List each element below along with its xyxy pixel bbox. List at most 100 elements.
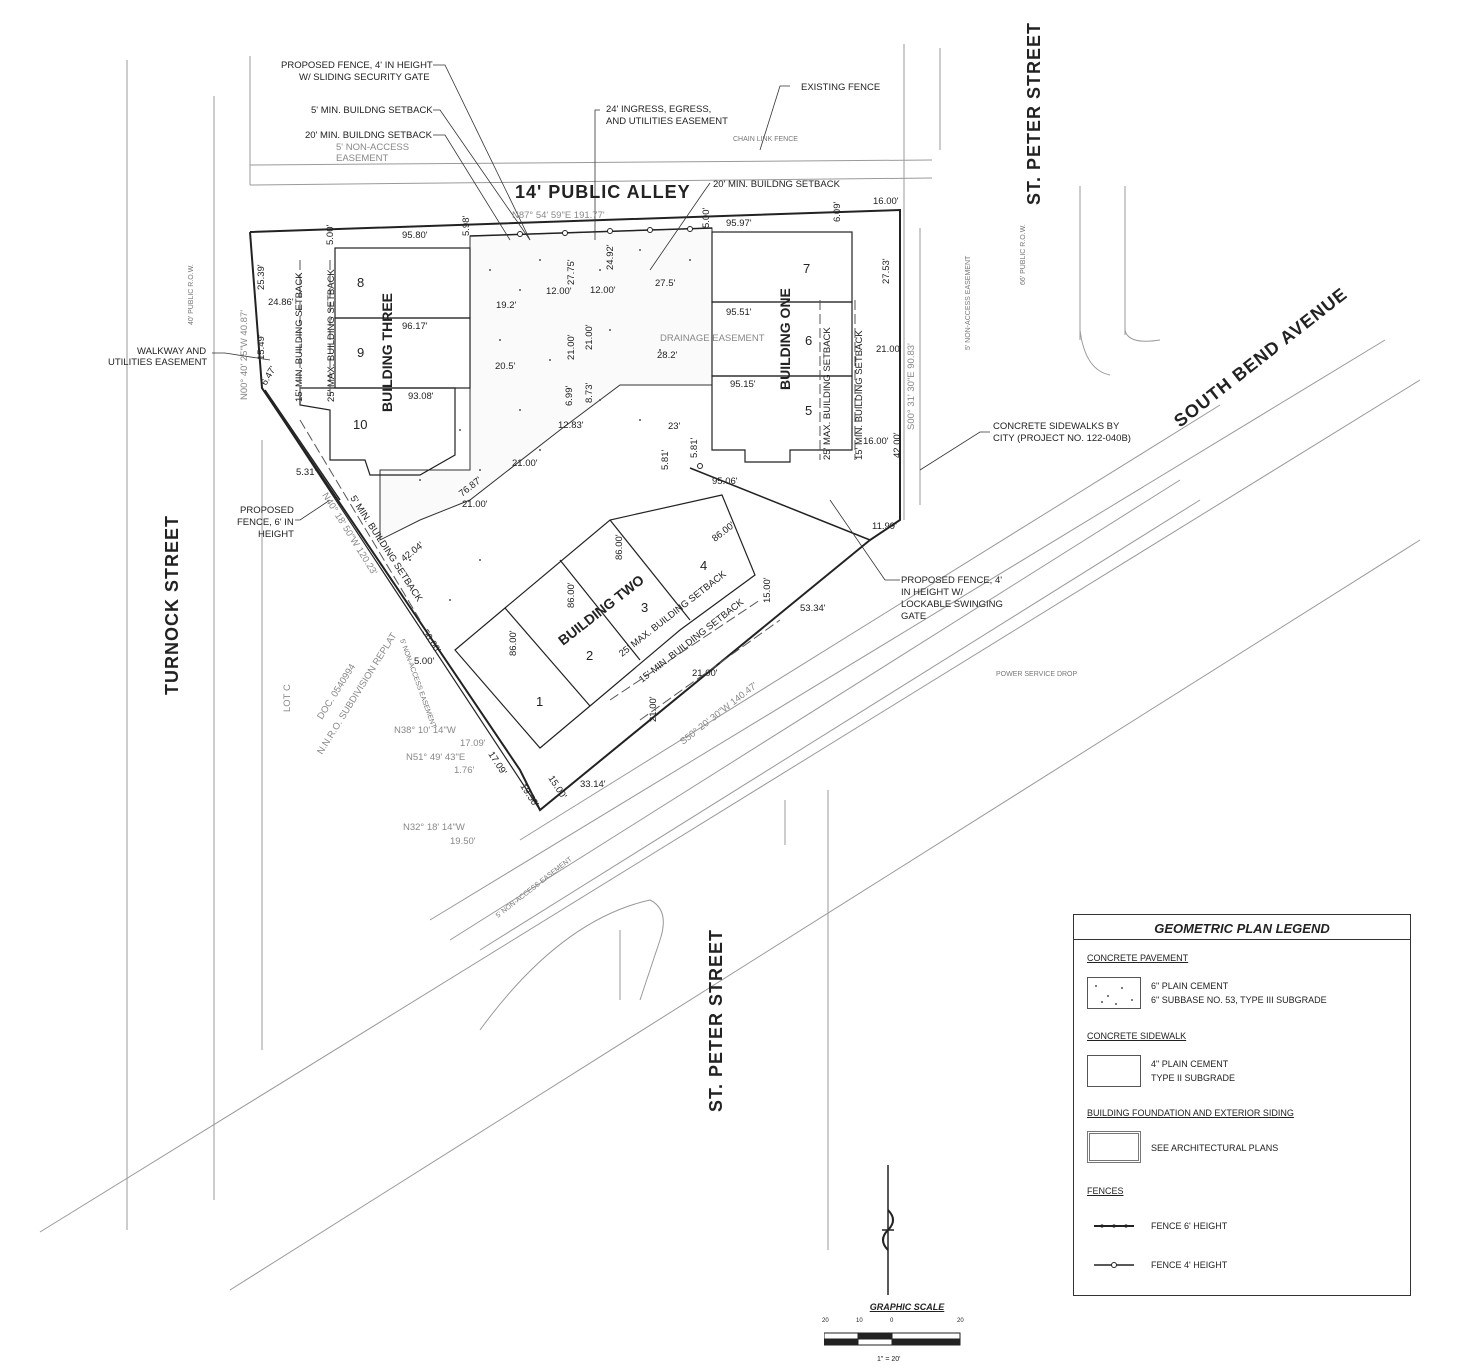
dimension: 8.73' — [584, 383, 595, 403]
alley-label: 14' PUBLIC ALLEY — [515, 182, 691, 202]
legend-foundation-swatch — [1087, 1131, 1141, 1163]
legend-sidewalk-swatch — [1087, 1055, 1141, 1087]
dimension: 95.97' — [726, 218, 752, 229]
dimension: 42.04' — [399, 540, 426, 565]
callout-walkway: WALKWAY AND — [137, 346, 206, 357]
legend-title: GEOMETRIC PLAN LEGEND — [1154, 921, 1330, 936]
legend-pavement-swatch — [1087, 977, 1141, 1009]
dimension: 33.14' — [580, 779, 606, 790]
geometric-plan-legend: GEOMETRIC PLAN LEGEND CONCRETE PAVEMENT … — [1073, 914, 1411, 1296]
drainage-easement: DRAINAGE EASEMENT — [660, 333, 765, 344]
callout-fence-gate-2: W/ SLIDING SECURITY GATE — [299, 72, 430, 83]
dimension: 5.81' — [660, 450, 671, 470]
dimension: 86.00' — [614, 534, 625, 560]
legend-fences-heading: FENCES — [1087, 1186, 1124, 1196]
legend-fence-6-text: FENCE 6' HEIGHT — [1151, 1221, 1228, 1231]
callout-setback-5: 5' MIN. BUILDNG SETBACK — [311, 105, 433, 116]
dimension: 21.00' — [512, 458, 538, 469]
scale-tick: 20 — [957, 1318, 964, 1324]
dimension: 5.00' — [414, 656, 434, 667]
bearing-south: S50° 20' 30"W 140.47' — [678, 680, 760, 747]
dimension: 16.00' — [863, 436, 889, 447]
row-66-label: 66' PUBLIC R.O.W. — [1020, 224, 1027, 285]
legend-divider — [1074, 939, 1410, 940]
graphic-scale-title: GRAPHIC SCALE — [869, 1302, 945, 1312]
dimension: 23' — [668, 421, 681, 432]
callout-setback-20-b: 20' MIN. BUILDNG SETBACK — [713, 179, 841, 190]
callout-fence-swing-4: GATE — [901, 611, 926, 622]
chain-link-label: CHAIN LINK FENCE — [733, 136, 798, 143]
scale-tick: 10 — [856, 1318, 863, 1324]
row-40-label: 40' PUBLIC R.O.W. — [188, 264, 195, 325]
setback-lines — [299, 260, 856, 721]
dimension: 21.00' — [876, 344, 902, 355]
dimension: 21.00' — [462, 499, 488, 510]
scale-tick: 0 — [890, 1318, 894, 1324]
bearing-3b: 19.50' — [450, 836, 476, 847]
street-south-bend: SOUTH BEND AVENUE — [1170, 284, 1351, 432]
dimension: 86.00' — [508, 630, 519, 656]
unit-number: 2 — [586, 648, 593, 663]
bearing-alley: N87° 54' 59"E 191.77' — [512, 210, 605, 221]
callout-non-access: 5' NON-ACCESS — [336, 142, 409, 153]
callout-fence-swing-3: LOCKABLE SWINGING — [901, 599, 1003, 610]
callout-non-access-2: EASEMENT — [336, 153, 388, 164]
callout-fence-6-3: HEIGHT — [258, 529, 294, 540]
setback-label: 25' MAX. BUILDING SETBACK — [326, 269, 337, 402]
dimension: 21.00' — [584, 324, 595, 350]
building-three-footprint — [299, 247, 471, 476]
dimension: 42.00' — [892, 432, 903, 458]
dimension: 15.00' — [545, 774, 568, 802]
setback-label: 25' MAX. BUILDING SETBACK — [822, 327, 833, 460]
scale-ratio: 1" = 20' — [877, 1356, 901, 1363]
dimension: 27.53' — [881, 258, 892, 284]
dimension: 95.15' — [730, 379, 756, 390]
dimension: 20.5' — [495, 361, 515, 372]
callout-fence-6: PROPOSED — [240, 505, 294, 516]
dimension: 24.86' — [268, 297, 294, 308]
building-two-footprint — [454, 494, 756, 749]
unit-number: 7 — [803, 261, 810, 276]
dimension: 53.34' — [800, 603, 826, 614]
dimension: 50.00' — [419, 628, 442, 656]
dimension: 25.39' — [256, 264, 267, 290]
callout-sidewalks-2: CITY (PROJECT NO. 122-040B) — [993, 433, 1131, 444]
dimension: 21.00' — [692, 668, 718, 679]
callout-fence-swing: PROPOSED FENCE, 4' — [901, 575, 1002, 586]
bearing-2: N51° 49' 43"E — [406, 752, 465, 763]
building-one-footprint — [711, 231, 853, 463]
dimension: 5.81' — [689, 438, 700, 458]
fences — [264, 227, 871, 541]
unit-number: 6 — [805, 333, 812, 348]
legend-sidewalk-text-1: 4" PLAIN CEMENT — [1151, 1059, 1229, 1069]
non-access-right: 5' NON-ACCESS EASEMENT — [965, 255, 972, 350]
dimension: 95.06' — [712, 476, 738, 487]
unit-number: 3 — [641, 600, 648, 615]
dimension: 96.17' — [402, 321, 428, 332]
leader-lines — [212, 64, 990, 581]
callout-fence-swing-2: IN HEIGHT W/ — [901, 587, 963, 598]
building-three-label: BUILDING THREE — [379, 293, 395, 412]
legend-pavement-text-2: 6" SUBBASE NO. 53, TYPE III SUBGRADE — [1151, 995, 1327, 1005]
legend-sidewalk-text-2: TYPE II SUBGRADE — [1151, 1073, 1236, 1083]
building-one-label: BUILDING ONE — [777, 288, 793, 390]
bearing-2b: 1.76' — [454, 765, 474, 776]
dimension: 27.5' — [655, 278, 675, 289]
legend-pavement-heading: CONCRETE PAVEMENT — [1087, 953, 1189, 963]
callout-fence-gate: PROPOSED FENCE, 4' IN HEIGHT — [281, 60, 433, 71]
fence-4-swatch — [1094, 1262, 1134, 1268]
unit-number: 1 — [536, 694, 543, 709]
dimension: 6.99' — [564, 386, 575, 406]
legend-pavement-text-1: 6" PLAIN CEMENT — [1151, 981, 1229, 991]
scale-bar — [824, 1332, 961, 1346]
unit-number: 9 — [357, 345, 364, 360]
dimension: 19.2' — [496, 300, 516, 311]
non-access-left: 5' NON-ACCESS EASEMENT — [398, 638, 437, 730]
unit-number: 8 — [357, 275, 364, 290]
dimension: 95.51' — [726, 307, 752, 318]
setback-label: 15' MIN. BUILDING SETBACK — [854, 330, 865, 460]
dimension: 19.50' — [517, 782, 540, 810]
unit-number: 5 — [805, 403, 812, 418]
bearing-1b: 17.09' — [460, 738, 486, 749]
